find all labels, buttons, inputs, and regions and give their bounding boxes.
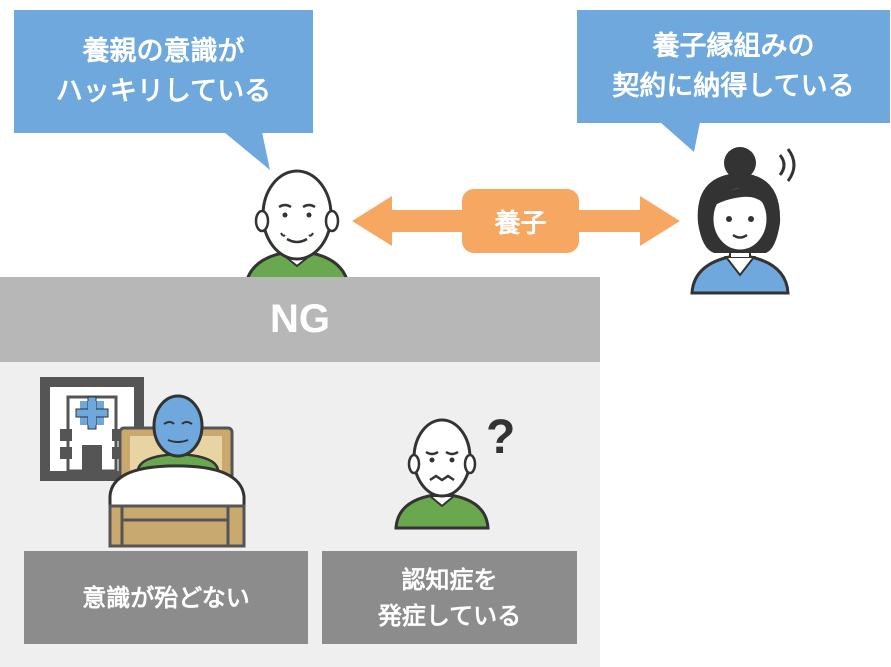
speech-bubble-adoptee: 養子縁組みの 契約に納得している (577, 10, 890, 123)
bubble-line-1: 養親の意識が (82, 35, 245, 67)
hospital-icon (40, 377, 144, 481)
case-label-line-1: 認知症を (401, 565, 498, 594)
bubble-line-2: ハッキリしている (55, 75, 272, 107)
case-unconscious: 意識が殆どない (24, 551, 308, 644)
old-man-icon (243, 169, 351, 293)
confused-old-man-icon (394, 418, 490, 530)
case-label: 意識が殆どない (82, 583, 250, 612)
speech-bubble-adoptive-parent: 養親の意識が ハッキリしている (14, 10, 313, 133)
bubble-line-1: 養子縁組みの (652, 30, 815, 62)
bubble-line-2: 契約に納得している (612, 70, 855, 102)
case-dementia: 認知症を 発症している (322, 551, 577, 644)
woman-icon (690, 147, 796, 295)
question-mark: ? (486, 411, 516, 464)
case-label-line-2: 発症している (377, 601, 522, 630)
ng-bar: NG (0, 277, 600, 362)
patient-in-bed-icon (108, 394, 246, 548)
adoption-label: 養子 (462, 189, 579, 253)
